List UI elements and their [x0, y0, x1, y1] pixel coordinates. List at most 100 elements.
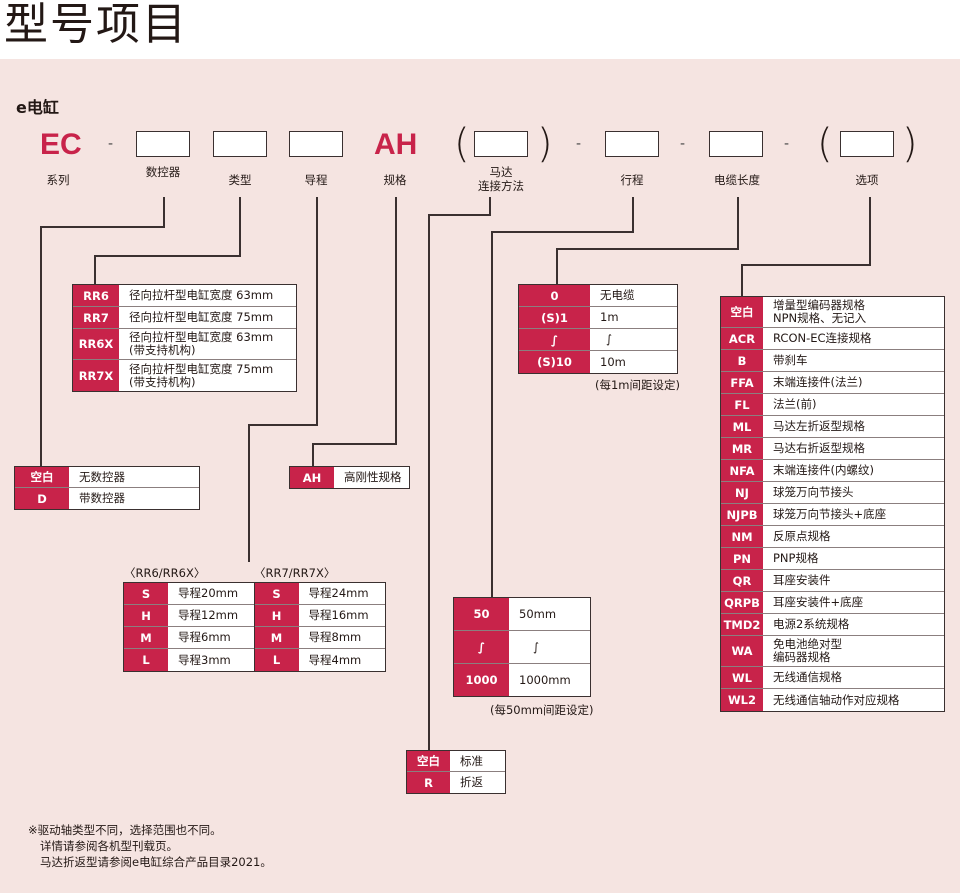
- table-row: 空白 标准: [407, 751, 505, 772]
- type-desc-line1: 径向拉杆型电缸宽度 63mm: [129, 330, 274, 344]
- type-desc: 径向拉杆型电缸宽度 63mm (带支持机构): [119, 329, 273, 359]
- controller-code: D: [15, 488, 69, 509]
- table-row: H 导程12mm: [124, 605, 254, 627]
- option-desc: 法兰(前): [773, 397, 817, 411]
- connector-line: [312, 443, 397, 445]
- connector-line: [556, 248, 558, 285]
- option-desc: 球笼万向节接头+底座: [773, 507, 887, 521]
- connector-line: [239, 197, 241, 256]
- stroke-code: 50: [454, 598, 509, 630]
- separator: -: [108, 136, 114, 152]
- table-row: (S)10 10m: [519, 351, 677, 373]
- cable-code: (S)10: [519, 351, 590, 373]
- connector-line: [312, 443, 314, 467]
- footnotes: ※驱动轴类型不同，选择范围也不同。 详情请参阅各机型刊载页。 马达折返型请参阅e…: [28, 822, 272, 870]
- cable-code: ∫: [519, 329, 590, 350]
- table-row: NJPB 球笼万向节接头+底座: [721, 504, 944, 526]
- table-row: M 导程6mm: [124, 627, 254, 649]
- stroke-label: 行程: [620, 173, 644, 187]
- motor-connect-label-line2: 连接方法: [478, 179, 524, 193]
- type-desc: 径向拉杆型电缸宽度 75mm (带支持机构): [119, 360, 273, 391]
- type-code: RR6: [73, 285, 119, 306]
- lead-table-rr7: S 导程24mm H 导程16mm M 导程8mm L 导程4mm: [254, 583, 386, 671]
- type-desc: 径向拉杆型电缸宽度 63mm: [129, 288, 274, 302]
- connector-line: [395, 197, 397, 444]
- type-label: 类型: [228, 173, 252, 187]
- lead-rr7-caption: 〈RR7/RR7X〉: [254, 566, 336, 580]
- series-label: 系列: [46, 173, 70, 187]
- stroke-slot: [605, 131, 659, 157]
- connector-line: [94, 255, 96, 285]
- controller-table: 空白 无数控器 D 带数控器: [14, 466, 200, 510]
- separator: -: [680, 136, 686, 152]
- cable-desc: 10m: [600, 354, 626, 369]
- cable-desc: ∫: [606, 332, 612, 346]
- option-code: NFA: [721, 460, 763, 481]
- options-label: 选项: [855, 173, 879, 187]
- table-row: ∫ ∫: [454, 631, 590, 664]
- option-code: WL: [721, 667, 763, 688]
- option-desc: RCON-EC连接规格: [773, 331, 872, 345]
- lead-desc: 导程12mm: [178, 608, 239, 622]
- cable-code: (S)1: [519, 307, 590, 328]
- lead-desc: 导程8mm: [308, 630, 362, 644]
- separator: -: [784, 136, 790, 152]
- connector-line: [556, 248, 739, 250]
- connector-line: [40, 226, 165, 228]
- cable-length-table: 0 无电缆 (S)1 1m ∫ ∫ (S)10 10m: [518, 284, 678, 374]
- spec-desc: 高刚性规格: [344, 470, 402, 484]
- controller-desc: 带数控器: [79, 491, 125, 505]
- open-paren: (: [454, 121, 470, 167]
- lead-desc: 导程3mm: [178, 652, 231, 667]
- option-desc: 免电池绝对型编码器规格: [763, 636, 842, 666]
- stroke-note: (每50mm间距设定): [490, 703, 594, 717]
- table-row: H 导程16mm: [254, 605, 385, 627]
- connector-line: [163, 197, 165, 227]
- connector-line: [316, 197, 318, 425]
- option-code: NM: [721, 526, 763, 547]
- close-paren: ): [902, 121, 918, 167]
- table-row: 50 50mm: [454, 598, 590, 631]
- option-desc: 无线通信轴动作对应规格: [773, 692, 900, 707]
- lead-label: 导程: [304, 173, 328, 187]
- motor-connect-code: R: [407, 772, 450, 793]
- lead-code: M: [124, 627, 168, 648]
- lead-table-rr6: S 导程20mm H 导程12mm M 导程6mm L 导程3mm: [124, 583, 255, 671]
- lead-code: M: [254, 627, 299, 648]
- type-desc-line2: (带支持机构): [129, 374, 196, 389]
- motor-connect-label: 马达 连接方法: [478, 165, 524, 193]
- table-row: L 导程4mm: [254, 649, 386, 671]
- table-row: M 导程8mm: [254, 627, 385, 649]
- stroke-table: 50 50mm ∫ ∫ 1000 1000mm: [453, 597, 591, 697]
- option-code: MR: [721, 438, 763, 459]
- lead-desc: 导程20mm: [178, 586, 239, 600]
- lead-desc: 导程4mm: [308, 652, 362, 667]
- table-row: L 导程3mm: [124, 649, 254, 671]
- controller-label: 数控器: [145, 165, 181, 179]
- option-code: QR: [721, 570, 763, 591]
- options-slot: [840, 131, 894, 157]
- option-code: NJPB: [721, 504, 763, 525]
- motor-connect-table: 空白 标准 R 折返: [406, 750, 506, 794]
- type-code: RR7X: [73, 360, 119, 391]
- motor-connect-desc: 标准: [460, 753, 483, 768]
- option-desc-line2: NPN规格、无记入: [773, 311, 867, 325]
- option-desc: 电源2系统规格: [773, 617, 850, 631]
- cable-length-label: 电缆长度: [714, 173, 760, 187]
- connector-line: [491, 231, 634, 233]
- stroke-code: ∫: [454, 631, 509, 663]
- option-code: ACR: [721, 328, 763, 349]
- lead-desc: 导程16mm: [308, 608, 369, 622]
- spec-code: AH: [374, 128, 418, 161]
- option-code: 空白: [721, 297, 763, 327]
